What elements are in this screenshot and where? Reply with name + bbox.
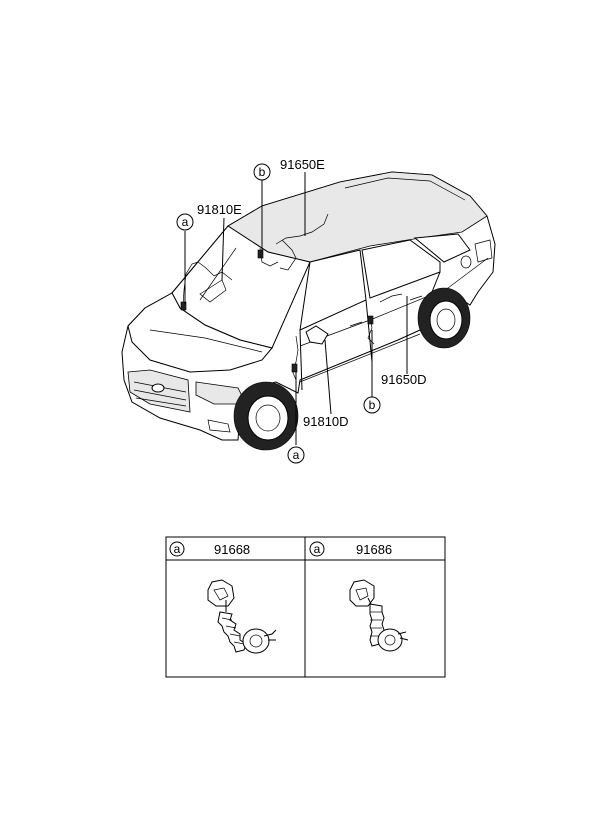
- front-wheel: [233, 381, 299, 451]
- callout-b-bottom: b: [363, 396, 381, 414]
- svg-text:a: a: [293, 448, 300, 462]
- callout-a-bottom: a: [287, 446, 305, 464]
- grommet-91668-drawing: [207, 579, 277, 654]
- label-91810D: 91810D: [303, 414, 349, 429]
- svg-text:91668: 91668: [214, 542, 250, 557]
- wiring-harness-91810D: [291, 335, 299, 381]
- svg-text:b: b: [259, 165, 266, 179]
- svg-text:b: b: [369, 398, 376, 412]
- wiring-harness-91650E: [257, 213, 329, 271]
- label-91650D: 91650D: [381, 372, 427, 387]
- rear-wheel: [417, 287, 471, 349]
- leader-lines: [184, 172, 408, 445]
- svg-text:a: a: [314, 542, 321, 556]
- svg-text:91686: 91686: [356, 542, 392, 557]
- legend-cell-2-header: a 91686: [309, 541, 392, 557]
- callout-b-top: b: [253, 163, 271, 181]
- label-91650E: 91650E: [280, 157, 325, 172]
- wiring-harness-91650D: [367, 293, 403, 345]
- car-illustration: [121, 171, 496, 451]
- legend-table: a 91668 a 91686: [165, 536, 446, 678]
- grommet-91686-drawing: [349, 579, 409, 652]
- svg-text:a: a: [182, 215, 189, 229]
- svg-text:a: a: [174, 542, 181, 556]
- callout-a-top: a: [176, 213, 194, 231]
- legend-cell-1-header: a 91668: [169, 541, 250, 557]
- label-91810E: 91810E: [197, 202, 242, 217]
